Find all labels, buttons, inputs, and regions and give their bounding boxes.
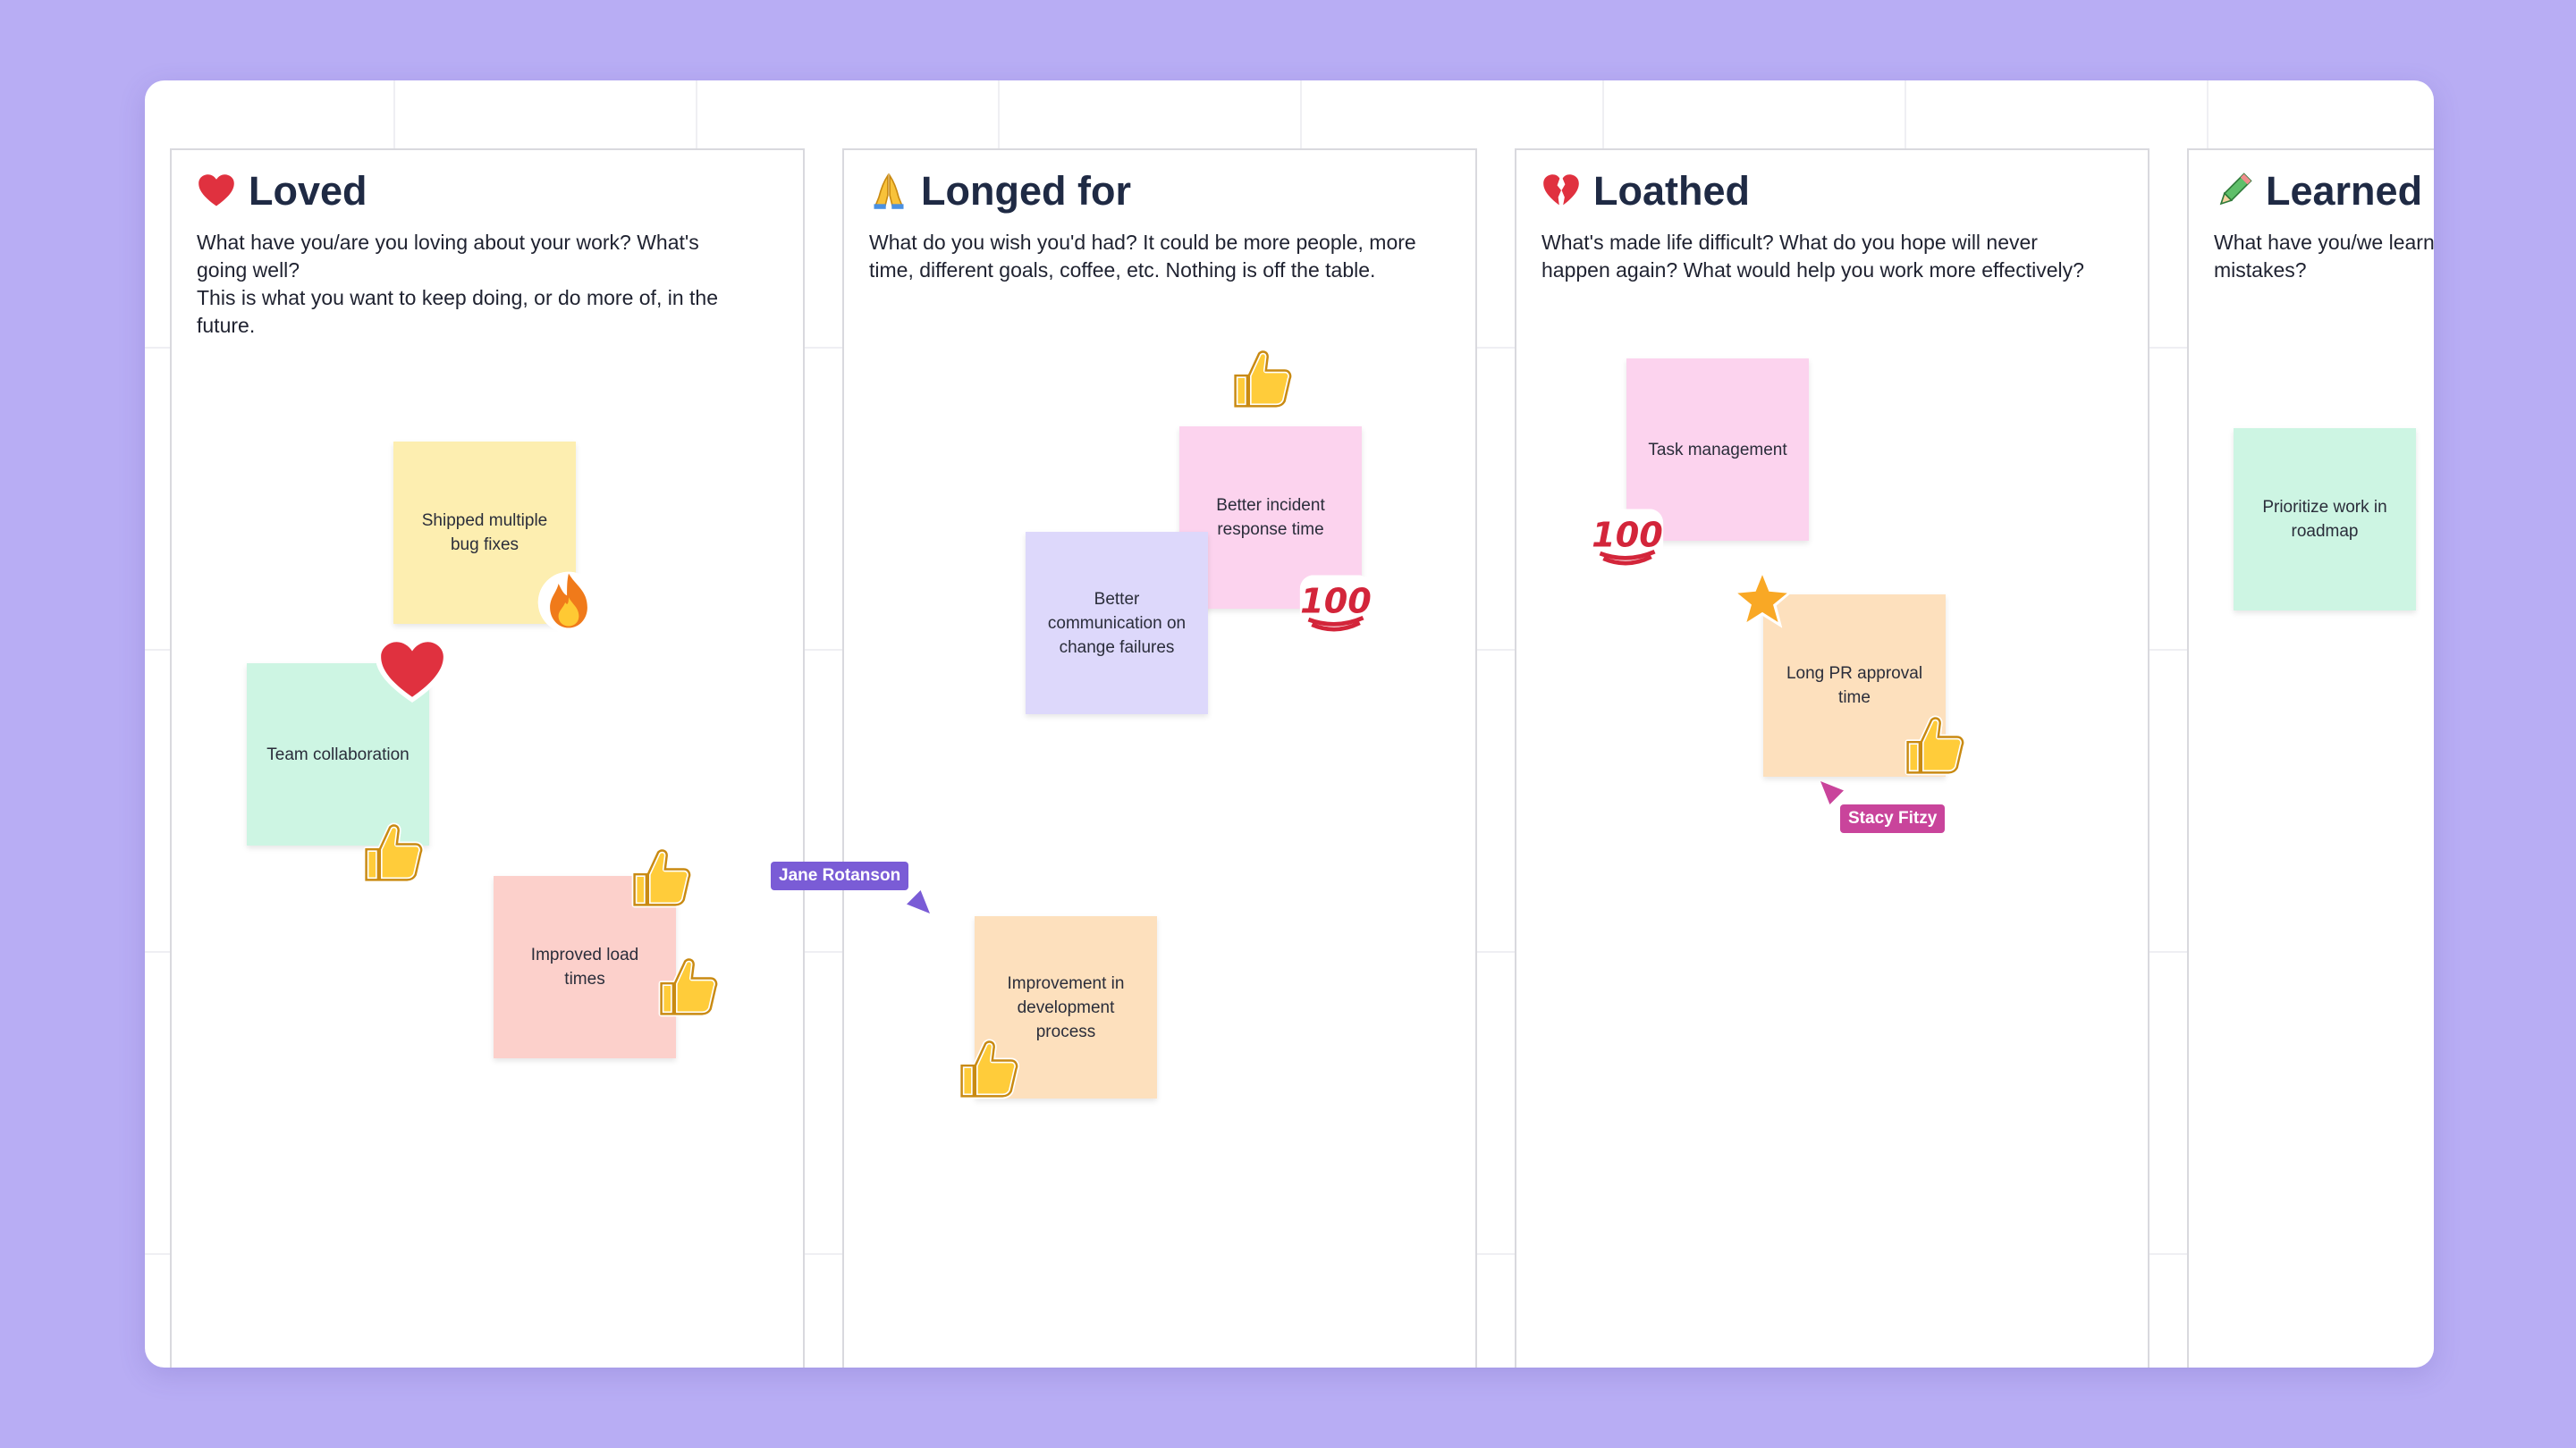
sticky-note[interactable]: Task management [1626, 358, 1809, 541]
column-title-learned: Learned [2214, 168, 2422, 215]
praying-hands-icon [869, 172, 908, 211]
thumbs-up-icon[interactable] [1901, 711, 1969, 779]
hundred-points-icon[interactable]: 100 [1590, 499, 1665, 574]
column-title-longed-for: Longed for [869, 168, 1131, 215]
column-title-text: Learned [2266, 168, 2423, 214]
column-description: What have you/we learned from mistakes? [2214, 231, 2434, 282]
star-icon[interactable] [1729, 567, 1795, 633]
retro-board[interactable]: Loved What have you/are you loving about… [145, 80, 2434, 1368]
column-title-loathed: Loathed [1541, 168, 1750, 215]
column-description: What do you wish you'd had? It could be … [869, 231, 1416, 282]
sticky-note[interactable]: Team collaboration [247, 663, 429, 846]
thumbs-up-icon[interactable] [628, 844, 696, 912]
broken-heart-icon [1541, 172, 1581, 211]
column-title-text: Longed for [921, 168, 1131, 214]
column-title-loved: Loved [197, 168, 367, 215]
pencil-icon [2214, 172, 2253, 211]
cursor-pointer-icon [907, 890, 930, 913]
svg-text:100: 100 [1592, 516, 1663, 555]
cursor-pointer-icon [1820, 781, 1844, 804]
heart-icon [197, 172, 236, 211]
column-description: What's made life difficult? What do you … [1541, 231, 2084, 282]
collaborator-label: Stacy Fitzy [1840, 804, 1946, 833]
sticky-note[interactable]: Better communication on change failures [1026, 532, 1208, 714]
collaborator-label: Jane Rotanson [771, 862, 909, 890]
thumbs-up-icon[interactable] [955, 1035, 1023, 1103]
column-learned[interactable]: Learned What have you/we learned from mi… [2187, 148, 2434, 1368]
thumbs-up-icon[interactable] [655, 953, 722, 1021]
sticky-note[interactable]: Prioritize work in roadmap [2234, 428, 2416, 610]
thumbs-up-icon[interactable] [359, 819, 427, 887]
sticky-note[interactable]: Long PR approval time [1763, 594, 1946, 777]
heart-icon[interactable] [376, 635, 449, 708]
thumbs-up-icon[interactable] [1229, 345, 1296, 413]
hundred-points-icon[interactable]: 100 [1298, 565, 1373, 640]
column-description: What have you/are you loving about your … [197, 231, 718, 337]
fire-icon[interactable] [535, 567, 603, 635]
column-title-text: Loved [249, 168, 367, 214]
svg-text:100: 100 [1300, 582, 1372, 621]
column-title-text: Loathed [1593, 168, 1750, 214]
column-longed-for[interactable]: Longed for What do you wish you'd had? I… [842, 148, 1477, 1368]
